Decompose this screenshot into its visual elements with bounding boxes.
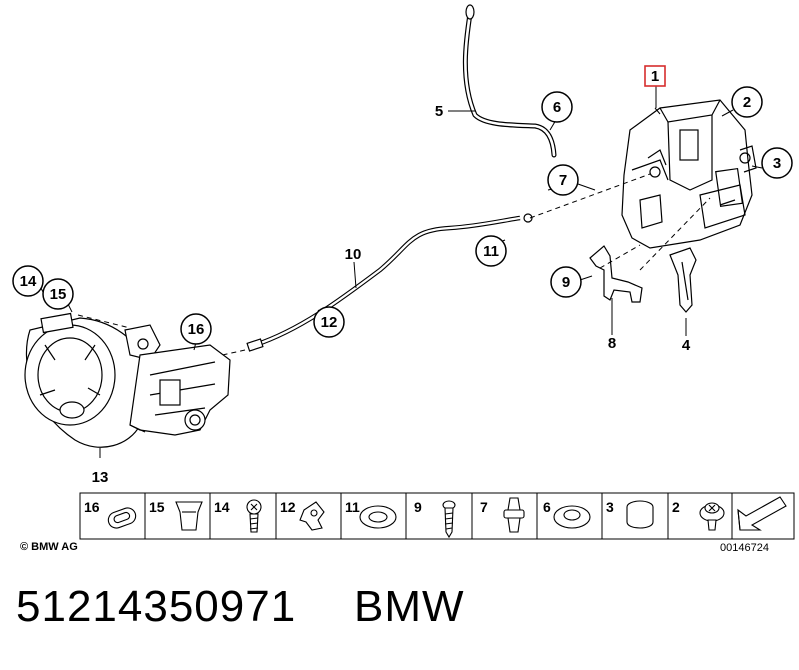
brand-name: BMW [354, 582, 465, 631]
callout-3-circle [761, 147, 793, 179]
cap-grommet-icon [553, 505, 591, 529]
callout-2-circle [731, 86, 763, 118]
clip-icon [299, 501, 325, 531]
grommet-slot-icon [107, 507, 137, 529]
callout-15-circle [42, 278, 74, 310]
callout-4: 4 [682, 337, 691, 354]
callout-1: 1 [651, 68, 659, 85]
callout-8: 8 [608, 335, 616, 352]
legend-item-12: 12 [280, 499, 296, 515]
callout-10: 10 [345, 246, 362, 263]
callout-7-circle [547, 164, 579, 196]
plug-cap-icon [626, 500, 654, 529]
callout-3: 3 [773, 155, 781, 172]
diagram-id: 00146724 [720, 542, 769, 554]
bowden-cable [246, 213, 533, 352]
callout-12: 12 [321, 314, 338, 331]
callouts: 1 2 3 4 5 6 7 8 9 10 11 12 13 14 15 16 [12, 65, 793, 486]
callout-11-circle [475, 235, 507, 267]
callout-12-circle [313, 306, 345, 338]
callout-14: 14 [20, 273, 37, 290]
door-lock-assembly [621, 99, 757, 249]
callout-11: 11 [483, 243, 499, 260]
callout-7: 7 [559, 172, 567, 189]
legend-item-3: 3 [606, 499, 614, 515]
push-rivet-icon [503, 497, 525, 533]
flange-bolt-icon [699, 502, 725, 531]
callout-1-highlight-box [644, 65, 666, 87]
legend-item-15: 15 [149, 499, 165, 515]
legend-item-11: 11 [345, 499, 360, 515]
part-number: 51214350971 [16, 582, 297, 631]
callout-6: 6 [553, 99, 561, 116]
callout-14-circle [12, 265, 44, 297]
self-tapping-screw-icon [442, 500, 456, 539]
legend-item-9: 9 [414, 499, 422, 515]
callout-5: 5 [435, 103, 443, 120]
latch-lever [669, 247, 697, 313]
legend-item-14: 14 [214, 499, 230, 515]
lock-rod [462, 4, 557, 158]
callout-16: 16 [188, 321, 205, 338]
callout-15: 15 [50, 286, 67, 303]
callout-16-circle [180, 313, 212, 345]
direction-arrow-icon [737, 496, 787, 531]
round-grommet-icon [359, 505, 397, 529]
mounting-bracket [589, 245, 643, 303]
copyright-label: © BMW AG [20, 541, 78, 553]
legend-item-7: 7 [480, 499, 488, 515]
callout-2: 2 [743, 94, 751, 111]
callout-6-circle [541, 91, 573, 123]
callout-13: 13 [92, 469, 109, 486]
callout-9: 9 [562, 274, 570, 291]
legend-item-16: 16 [84, 499, 100, 515]
screw-icon [246, 499, 262, 533]
callout-9-circle [550, 266, 582, 298]
legend-strip: 16 15 14 12 11 9 7 6 3 2 [79, 492, 795, 540]
dashed-leaders [77, 173, 711, 361]
handle-housing [24, 312, 231, 448]
legend-item-2: 2 [672, 499, 680, 515]
legend-item-6: 6 [543, 499, 551, 515]
expansion-nut-icon [175, 501, 203, 531]
